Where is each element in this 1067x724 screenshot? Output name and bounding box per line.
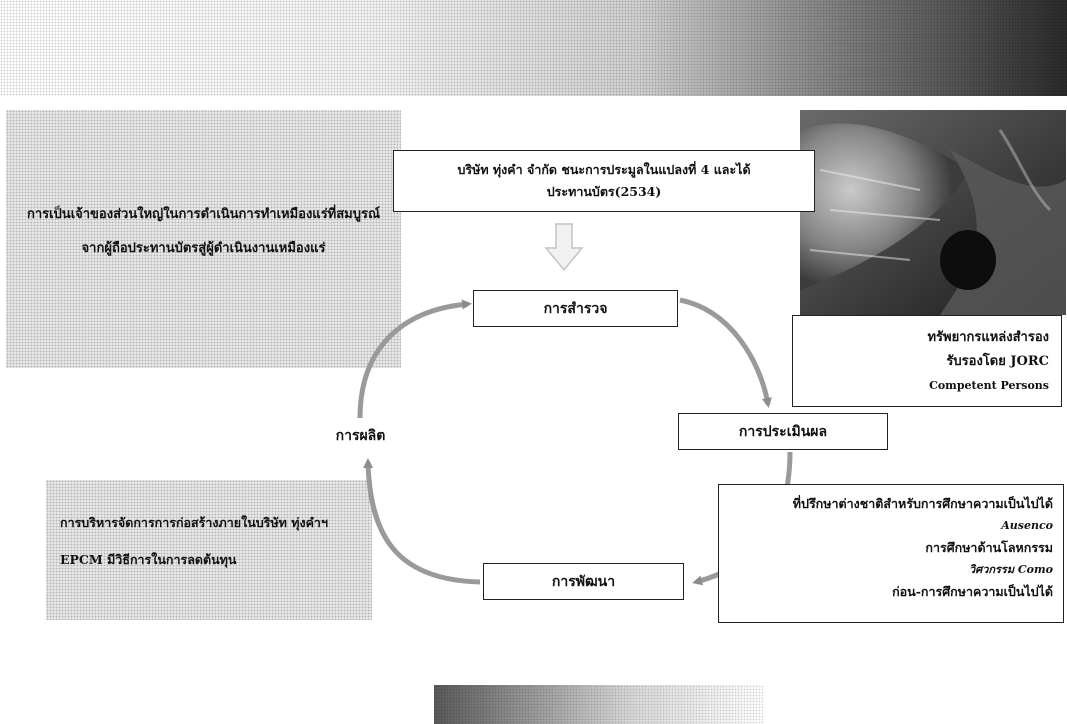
resource-reserve-box: ทรัพยากรแหล่งสำรอง รับรองโดย JORC Compet… bbox=[792, 315, 1062, 407]
concession-info-box: บริษัท ทุ่งคำ จำกัด ชนะการประมูลในแปลงที… bbox=[393, 150, 815, 212]
construction-note: การบริหารจัดการการก่อสร้างภายในบริษัท ทุ… bbox=[46, 480, 372, 620]
consult-line5: ก่อน-การศึกษาความเป็นไปได้ bbox=[892, 584, 1053, 599]
down-arrow-icon bbox=[544, 223, 584, 272]
stage-development: การพัฒนา bbox=[483, 563, 684, 600]
ownership-note-line1: การเป็นเจ้าของส่วนใหญ่ในการดำเนินการทำเห… bbox=[26, 207, 381, 222]
concession-info-line1: บริษัท ทุ่งคำ จำกัด ชนะการประมูลในแปลงที… bbox=[457, 162, 751, 177]
resource-line3: Competent Persons bbox=[929, 379, 1049, 392]
arrow-develop-to-produce bbox=[363, 458, 481, 585]
header-band bbox=[0, 0, 1067, 96]
consult-line2: Ausenco bbox=[1001, 519, 1053, 532]
ownership-note: การเป็นเจ้าของส่วนใหญ่ในการดำเนินการทำเห… bbox=[6, 110, 401, 368]
consult-line4: วิศวกรรม Como bbox=[969, 563, 1053, 576]
construction-note-line1: การบริหารจัดการการก่อสร้างภายในบริษัท ทุ… bbox=[60, 515, 328, 530]
resource-line1: ทรัพยากรแหล่งสำรอง bbox=[927, 330, 1049, 345]
foreign-consultant-box: ที่ปรึกษาต่างชาติสำหรับการศึกษาความเป็นไ… bbox=[718, 484, 1064, 623]
stage-evaluation: การประเมินผล bbox=[678, 413, 888, 450]
resource-line2: รับรองโดย JORC bbox=[946, 354, 1049, 369]
concession-info-line2: ประทานบัตร(2534) bbox=[546, 184, 662, 199]
mine-photo-image bbox=[800, 110, 1066, 315]
arrow-produce-to-explore bbox=[357, 299, 472, 419]
footer-band bbox=[434, 685, 764, 724]
consult-line3: การศึกษาด้านโลหกรรม bbox=[925, 540, 1053, 555]
stage-production: การผลิต bbox=[275, 419, 446, 452]
consult-line1: ที่ปรึกษาต่างชาติสำหรับการศึกษาความเป็นไ… bbox=[792, 496, 1053, 511]
arrow-explore-to-evaluate bbox=[679, 297, 772, 408]
stage-exploration: การสำรวจ bbox=[473, 290, 678, 327]
mine-site-photo bbox=[800, 110, 1066, 315]
ownership-note-line2: จากผู้ถือประทานบัตรสู่ผู้ดำเนินงานเหมือง… bbox=[81, 241, 326, 256]
construction-note-line2: EPCM มีวิธีการในการลดต้นทุน bbox=[60, 552, 237, 567]
